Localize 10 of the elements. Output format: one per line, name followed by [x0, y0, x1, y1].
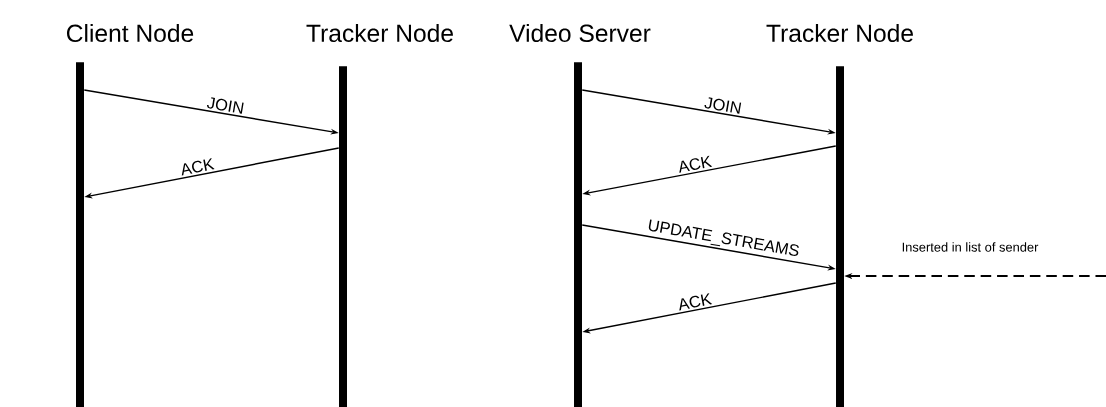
edge-label: JOIN — [204, 95, 247, 116]
edge-label: ACK — [178, 156, 217, 177]
edge-label: Inserted in list of sender — [902, 242, 1039, 252]
edge-label: ACK — [675, 291, 714, 312]
lifeline-heading: Tracker Node — [306, 23, 453, 43]
edge-label: JOIN — [702, 95, 744, 116]
edge-label: ACK — [675, 153, 714, 175]
lifeline-heading: Client Node — [67, 23, 194, 43]
lifeline-heading: Tracker Node — [766, 23, 913, 43]
lifeline-heading: Video Server — [509, 23, 651, 43]
